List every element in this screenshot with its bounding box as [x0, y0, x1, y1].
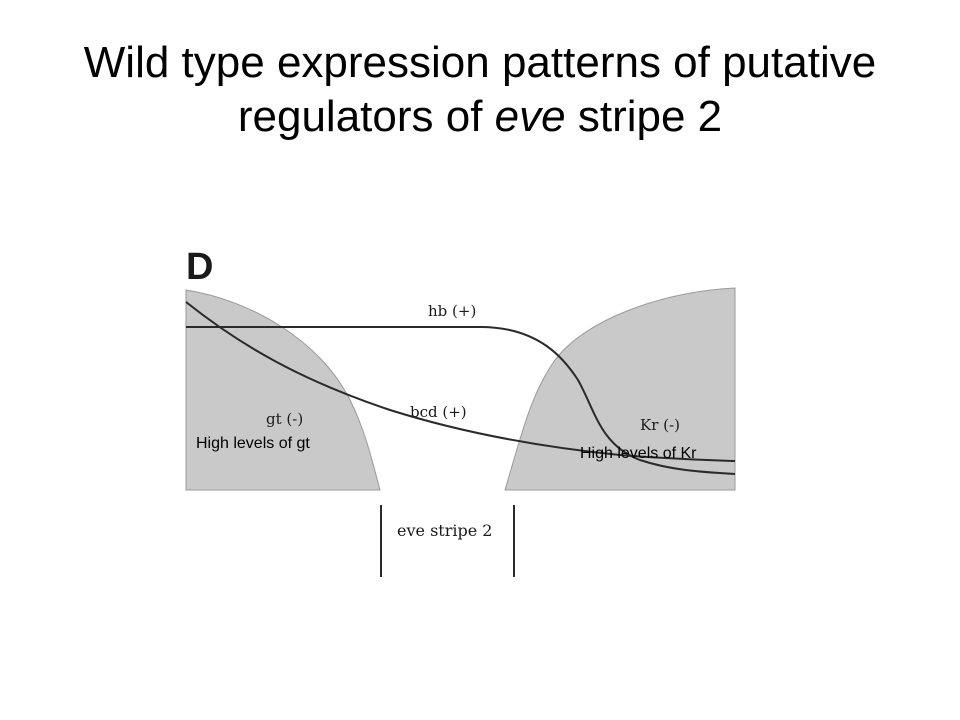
- bcd-curve: [185, 301, 736, 462]
- hb-curve: [186, 326, 736, 475]
- kr-label: Kr (-): [640, 416, 680, 434]
- panel-letter: D: [186, 246, 213, 288]
- hb-label: hb (+): [428, 302, 476, 320]
- kr-annotation: High levels of Kr: [580, 445, 697, 462]
- slide-title: Wild type expression patterns of putativ…: [0, 36, 960, 144]
- eve-stripe-label: eve stripe 2: [397, 521, 492, 540]
- title-gene: eve: [494, 92, 566, 141]
- title-suffix: stripe 2: [565, 92, 723, 141]
- title-prefix: Wild type expression patterns of putativ…: [83, 38, 877, 141]
- gt-annotation: High levels of gt: [196, 435, 310, 452]
- bcd-label: bcd (+): [410, 403, 467, 421]
- gt-expression-domain: [185, 289, 381, 491]
- kr-expression-domain: [504, 287, 736, 491]
- gt-label: gt (-): [266, 410, 303, 428]
